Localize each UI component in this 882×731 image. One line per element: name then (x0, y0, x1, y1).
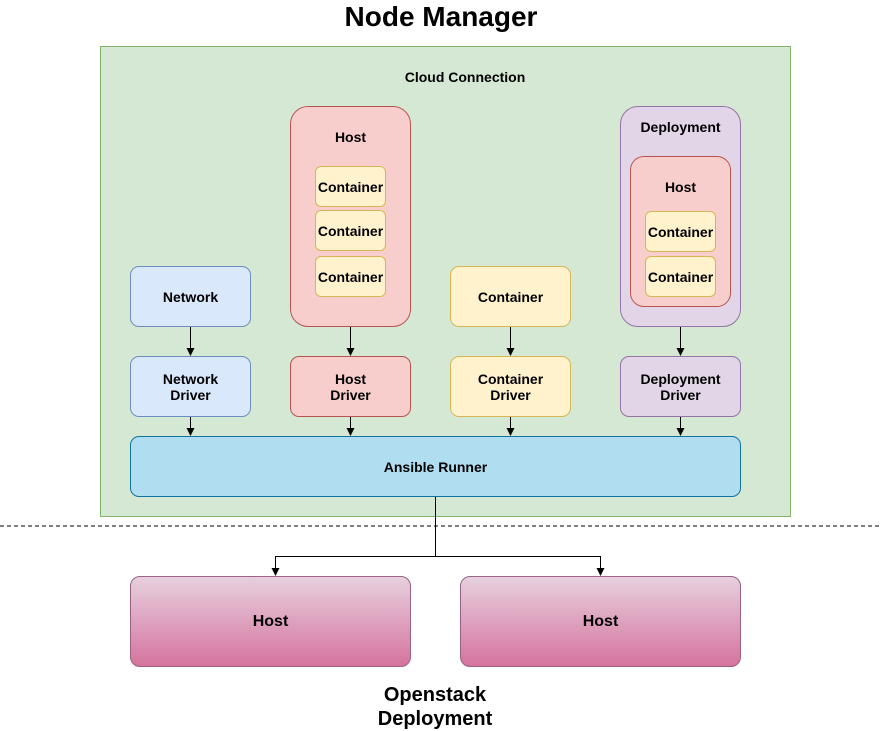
diagram-title: Node Manager (344, 1, 538, 32)
host-container-3: Container (315, 256, 386, 297)
ansible-runner: Ansible Runner (130, 436, 741, 497)
deployment-container-2: Container (645, 256, 716, 297)
arrow-runner-to-host-2 (435, 556, 605, 576)
network-node: Network (130, 266, 251, 327)
host-driver: Host Driver (290, 356, 411, 417)
deployment-group-label: Deployment (640, 119, 721, 135)
deployment-driver: Deployment Driver (620, 356, 741, 417)
host-container-1: Container (315, 166, 386, 207)
deployment-host-label: Host (664, 179, 697, 195)
network-driver: Network Driver (130, 356, 251, 417)
container-driver: Container Driver (450, 356, 571, 417)
arrow-runner-to-host-1 (271, 497, 436, 576)
deployment-container-1: Container (645, 211, 716, 252)
external-host-2: Host (460, 576, 741, 667)
host-container-2: Container (315, 210, 386, 251)
openstack-deployment-label: Openstack Deployment (377, 684, 493, 730)
external-host-1: Host (130, 576, 411, 667)
cloud-connection-label: Cloud Connection (404, 69, 526, 85)
host-group-label: Host (334, 129, 367, 145)
container-node: Container (450, 266, 571, 327)
